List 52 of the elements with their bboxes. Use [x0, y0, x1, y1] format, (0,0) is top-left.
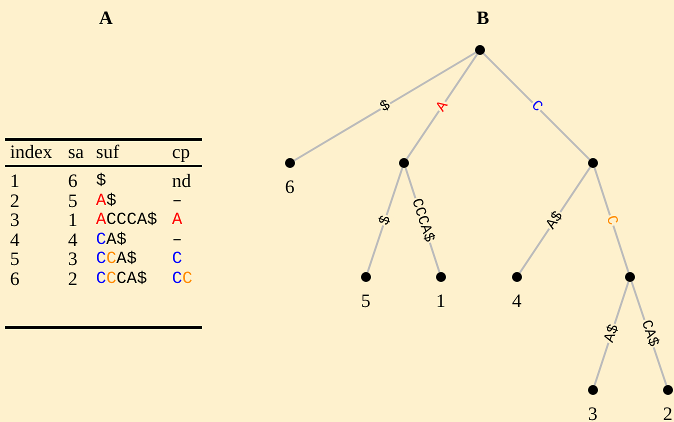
tree-edge [482, 52, 590, 160]
column-header: suf [96, 143, 120, 163]
leaf-position-number: 5 [361, 292, 370, 312]
table-cell: 2 [68, 270, 78, 290]
table-cell: 4 [68, 230, 78, 250]
column-header: cp [172, 143, 190, 163]
tree-node-dot [663, 385, 673, 395]
column-header: sa [68, 143, 84, 163]
leaf-position-number: 3 [588, 405, 598, 422]
table-cell: CCCA$ [96, 270, 148, 290]
table-cell: nd [172, 172, 191, 192]
table-cell: $ [96, 172, 106, 192]
leaf-position-number: 4 [512, 292, 522, 312]
table-cell: 1 [10, 172, 20, 192]
table-cell: CCA$ [96, 250, 137, 270]
tree-edge [594, 167, 630, 273]
table-cell: 2 [10, 192, 20, 212]
tree-edge [294, 52, 476, 162]
leaf-position-number: 6 [285, 178, 294, 198]
tree-node-dot [588, 158, 598, 168]
table-cell: A$ [96, 192, 116, 212]
table-cell: 6 [10, 270, 20, 290]
tree-node-dot [361, 272, 371, 282]
table-cell: 1 [68, 211, 78, 231]
tree-node-dot [285, 158, 295, 168]
tree-node-dot [588, 385, 598, 395]
table-cell: CA$ [96, 230, 127, 250]
table-cell: ACCCA$ [96, 211, 158, 231]
tree-node-dot [475, 45, 485, 55]
panel-label: B [476, 9, 490, 29]
table-cell: 6 [68, 172, 78, 192]
table-cell: – [172, 230, 182, 250]
leaf-position-number: 1 [436, 292, 446, 312]
column-header: index [10, 143, 52, 163]
table-cell: 5 [10, 250, 20, 270]
table-cell: 5 [68, 192, 78, 212]
panel-label: A [99, 9, 113, 29]
tree-node-dot [625, 272, 635, 282]
tree-node-dot [436, 272, 446, 282]
table-cell: A [172, 211, 182, 231]
table-cell: C [172, 250, 182, 270]
table-cell: 3 [10, 211, 20, 231]
leaf-position-number: 2 [663, 405, 672, 422]
tree-edge [594, 281, 630, 386]
tree-node-dot [512, 272, 522, 282]
table-cell: 3 [68, 250, 78, 270]
table-cell: – [172, 192, 182, 212]
tree-node-dot [399, 158, 409, 168]
table-cell: 4 [10, 230, 20, 250]
tree-edge [366, 167, 404, 273]
tree-edge [406, 54, 478, 160]
table-cell: CC [172, 270, 192, 290]
